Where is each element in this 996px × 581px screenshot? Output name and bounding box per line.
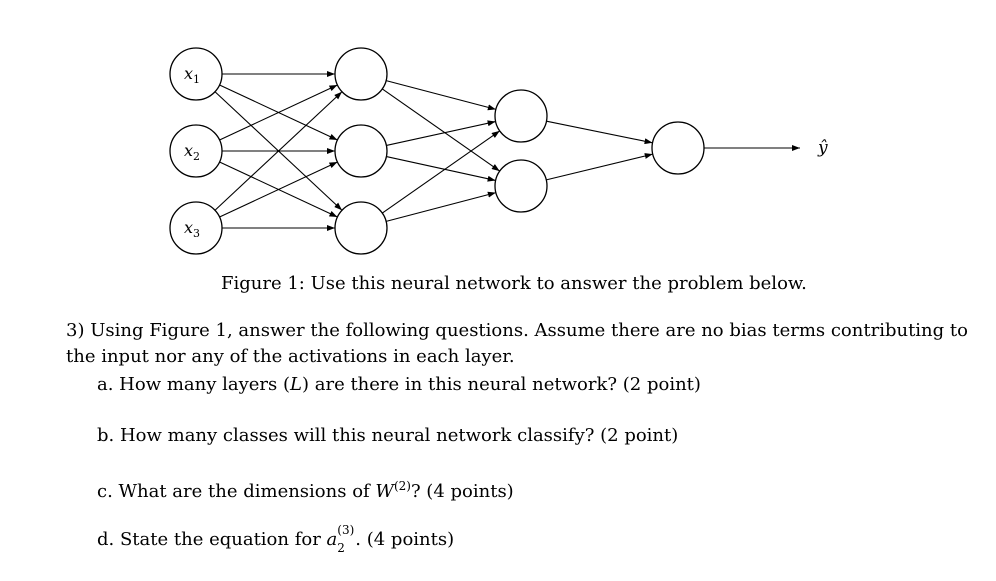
figure-caption: Figure 1: Use this neural network to ans… <box>221 273 807 294</box>
nodes <box>169 47 705 255</box>
question-d-var: a <box>326 529 338 550</box>
hidden1-node-1 <box>334 47 388 101</box>
question-c-pre: c. What are the dimensions of <box>97 481 376 502</box>
output-label: ŷ <box>817 138 828 158</box>
question-d-indices: (3)2 <box>337 523 354 555</box>
question-d-sup: (3) <box>337 523 355 537</box>
connections <box>214 71 800 231</box>
question-a-pre: a. How many layers ( <box>97 374 291 395</box>
question-d-post: . (4 points) <box>355 529 455 550</box>
edge-hidden11-to-hidden21 <box>386 80 496 111</box>
hidden2-node-2 <box>494 159 548 213</box>
problem-intro: 3) Using Figure 1, answer the following … <box>66 320 968 367</box>
hidden2-node-1 <box>494 89 548 143</box>
question-a-post: ) are there in this neural network? (2 p… <box>301 374 701 395</box>
hidden1-node-3 <box>334 201 388 255</box>
edge-input3-to-hidden11 <box>214 91 343 211</box>
question-d-sub: 2 <box>337 541 345 555</box>
question-c-sup: (2) <box>393 479 411 493</box>
output-node-1 <box>651 121 705 175</box>
question-c-post: ? (4 points) <box>410 481 514 502</box>
edge-hidden22-to-output1 <box>546 153 653 181</box>
edge-hidden13-to-hidden22 <box>386 191 496 222</box>
input-node-1 <box>169 47 223 101</box>
hidden1-node-2 <box>334 124 388 178</box>
edge-hidden12-to-hidden22 <box>386 156 496 182</box>
edge-input3-to-hidden12 <box>219 161 338 218</box>
edge-hidden12-to-hidden21 <box>386 120 496 146</box>
question-a: a. How many layers (L) are there in this… <box>97 372 701 398</box>
edge-hidden11-to-hidden22 <box>381 88 501 172</box>
input-node-2 <box>169 124 223 178</box>
question-a-var: L <box>290 374 302 395</box>
edge-input2-to-hidden11 <box>219 84 338 141</box>
question-b: b. How many classes will this neural net… <box>97 425 679 446</box>
question-c: c. What are the dimensions of W(2)? (4 p… <box>97 473 514 505</box>
edge-hidden21-to-output1 <box>546 120 653 145</box>
question-d-pre: d. State the equation for <box>97 529 327 550</box>
question-d: d. State the equation for a(3)2. (4 poin… <box>97 523 455 555</box>
question-c-var: W <box>375 481 394 502</box>
edge-hidden13-to-hidden21 <box>381 130 501 214</box>
input-node-3 <box>169 201 223 255</box>
